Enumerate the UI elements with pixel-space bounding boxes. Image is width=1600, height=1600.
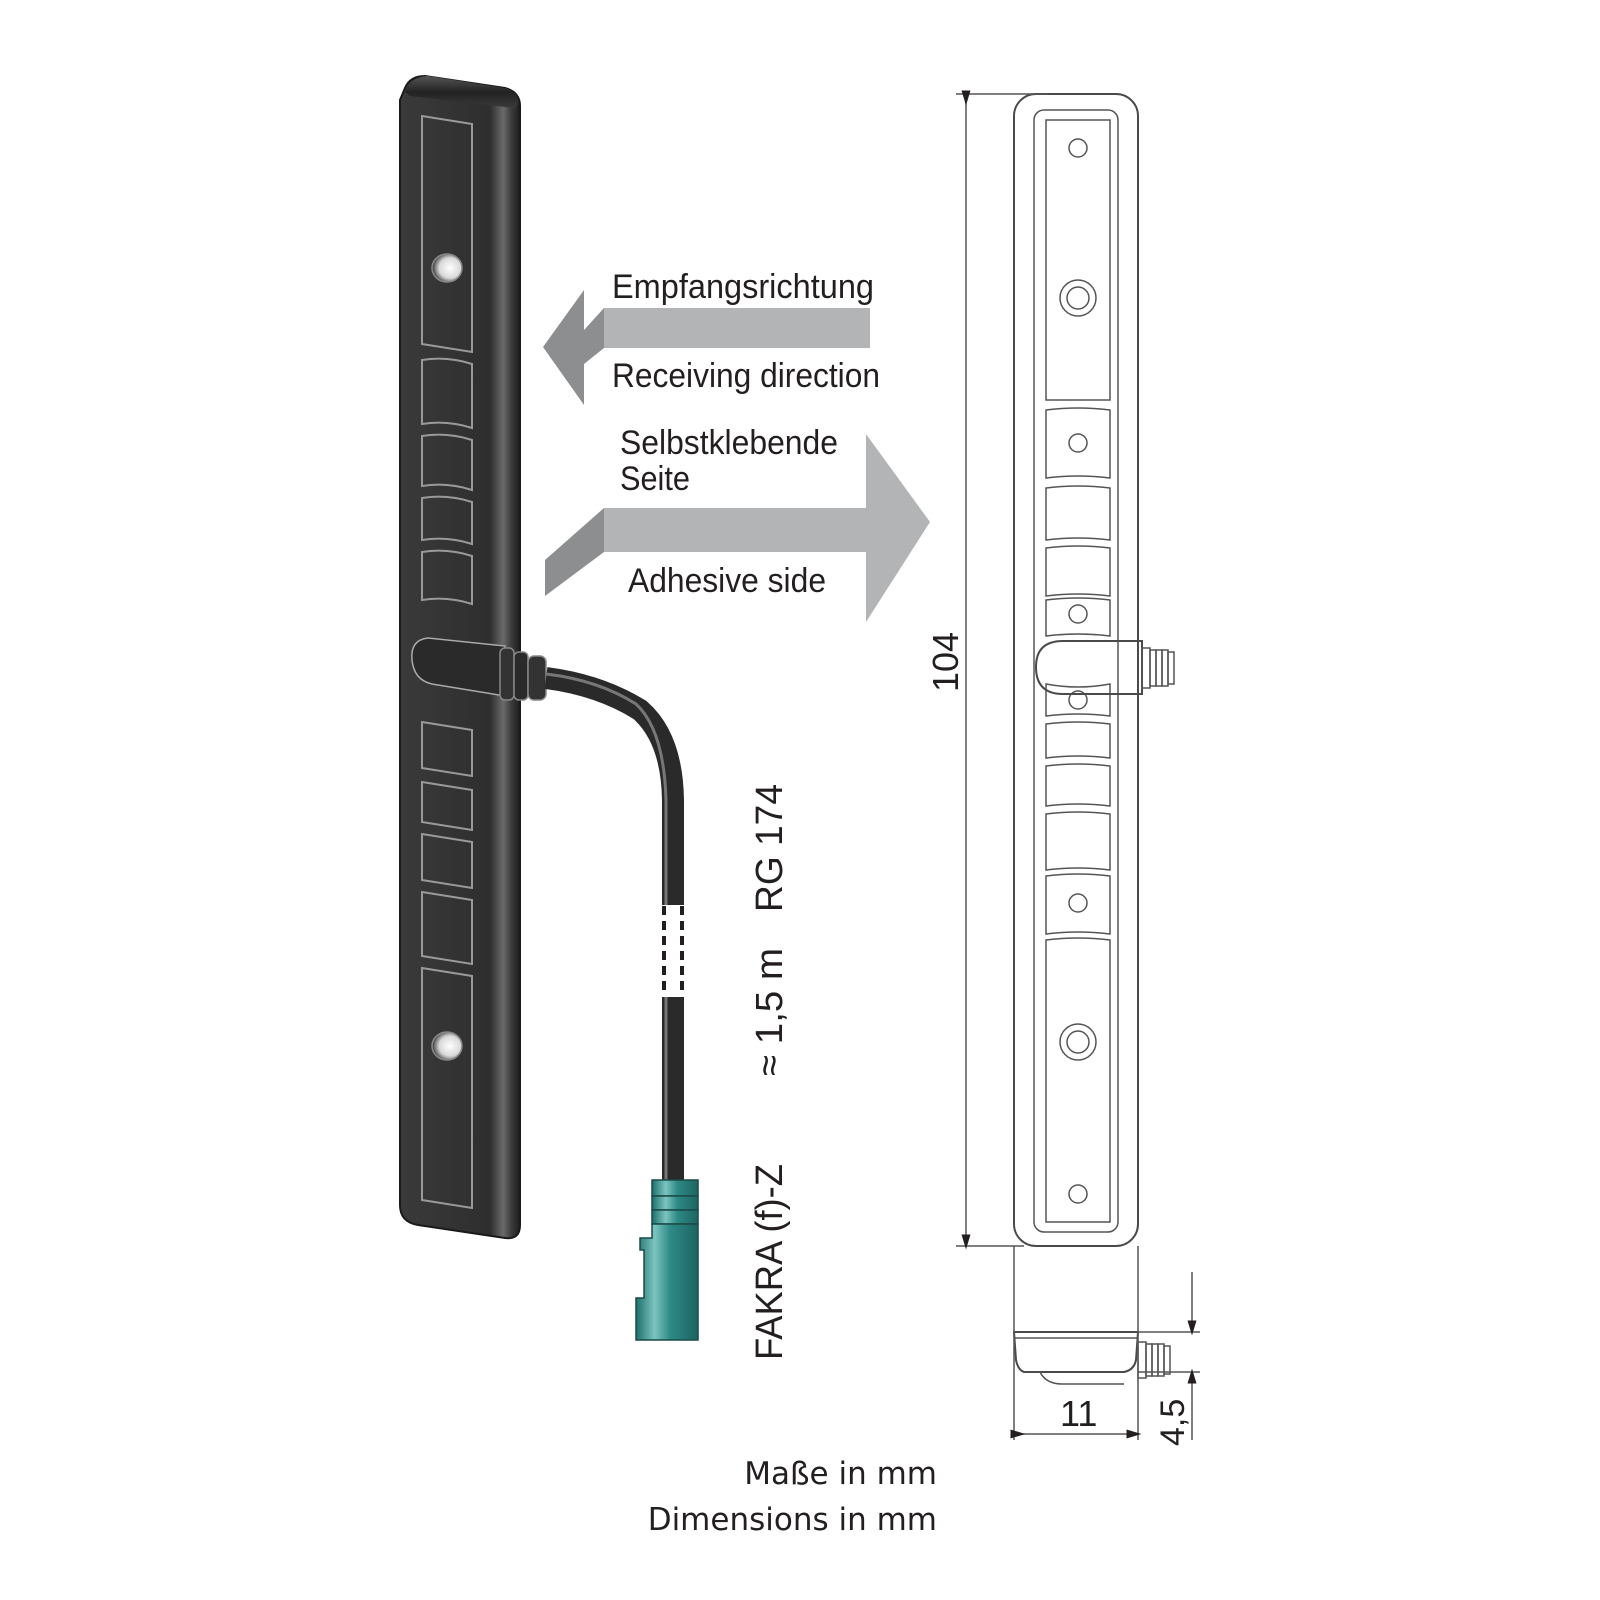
cable-thread-top xyxy=(1141,647,1175,689)
antenna-top-cap xyxy=(405,76,519,108)
cable-strain-relief xyxy=(499,647,547,701)
receiving-label-de: Empfangsrichtung xyxy=(612,268,874,306)
dimension-height xyxy=(1138,1272,1200,1440)
coax-cable xyxy=(544,667,684,905)
adhesive-label-de-2: Seite xyxy=(620,460,690,498)
cable-break-dashes xyxy=(662,906,684,996)
connector-label: FAKRA (f)-Z xyxy=(749,1164,791,1360)
dimension-width xyxy=(1010,1246,1142,1440)
antenna-3d-view xyxy=(399,74,699,1341)
adhesive-label-de-1: Selbstklebende xyxy=(620,424,838,462)
dimension-width-label: 11 xyxy=(1060,1393,1097,1434)
receiving-direction-arrow xyxy=(543,290,870,405)
mounting-hole-bottom xyxy=(431,1031,463,1061)
mounting-hole-top xyxy=(431,253,463,283)
fakra-connector xyxy=(635,1179,699,1341)
antenna-line-drawing xyxy=(1013,93,1175,1247)
units-label-de: Maße in mm xyxy=(744,1456,937,1492)
adhesive-label-en: Adhesive side xyxy=(628,562,826,600)
receiving-label-en: Receiving direction xyxy=(612,357,880,395)
antenna-side-view xyxy=(1012,1331,1171,1385)
dimension-length xyxy=(956,90,1048,1250)
cable-type-label: RG 174 xyxy=(749,784,791,912)
dimension-height-label: 4,5 xyxy=(1154,1399,1192,1446)
cable-boot xyxy=(411,637,506,697)
adhesive-side-arrow xyxy=(545,434,930,622)
cable-length-label: ≈ 1,5 m xyxy=(749,948,791,1076)
units-label-en: Dimensions in mm xyxy=(648,1502,937,1538)
dimension-length-label: 104 xyxy=(925,632,966,692)
